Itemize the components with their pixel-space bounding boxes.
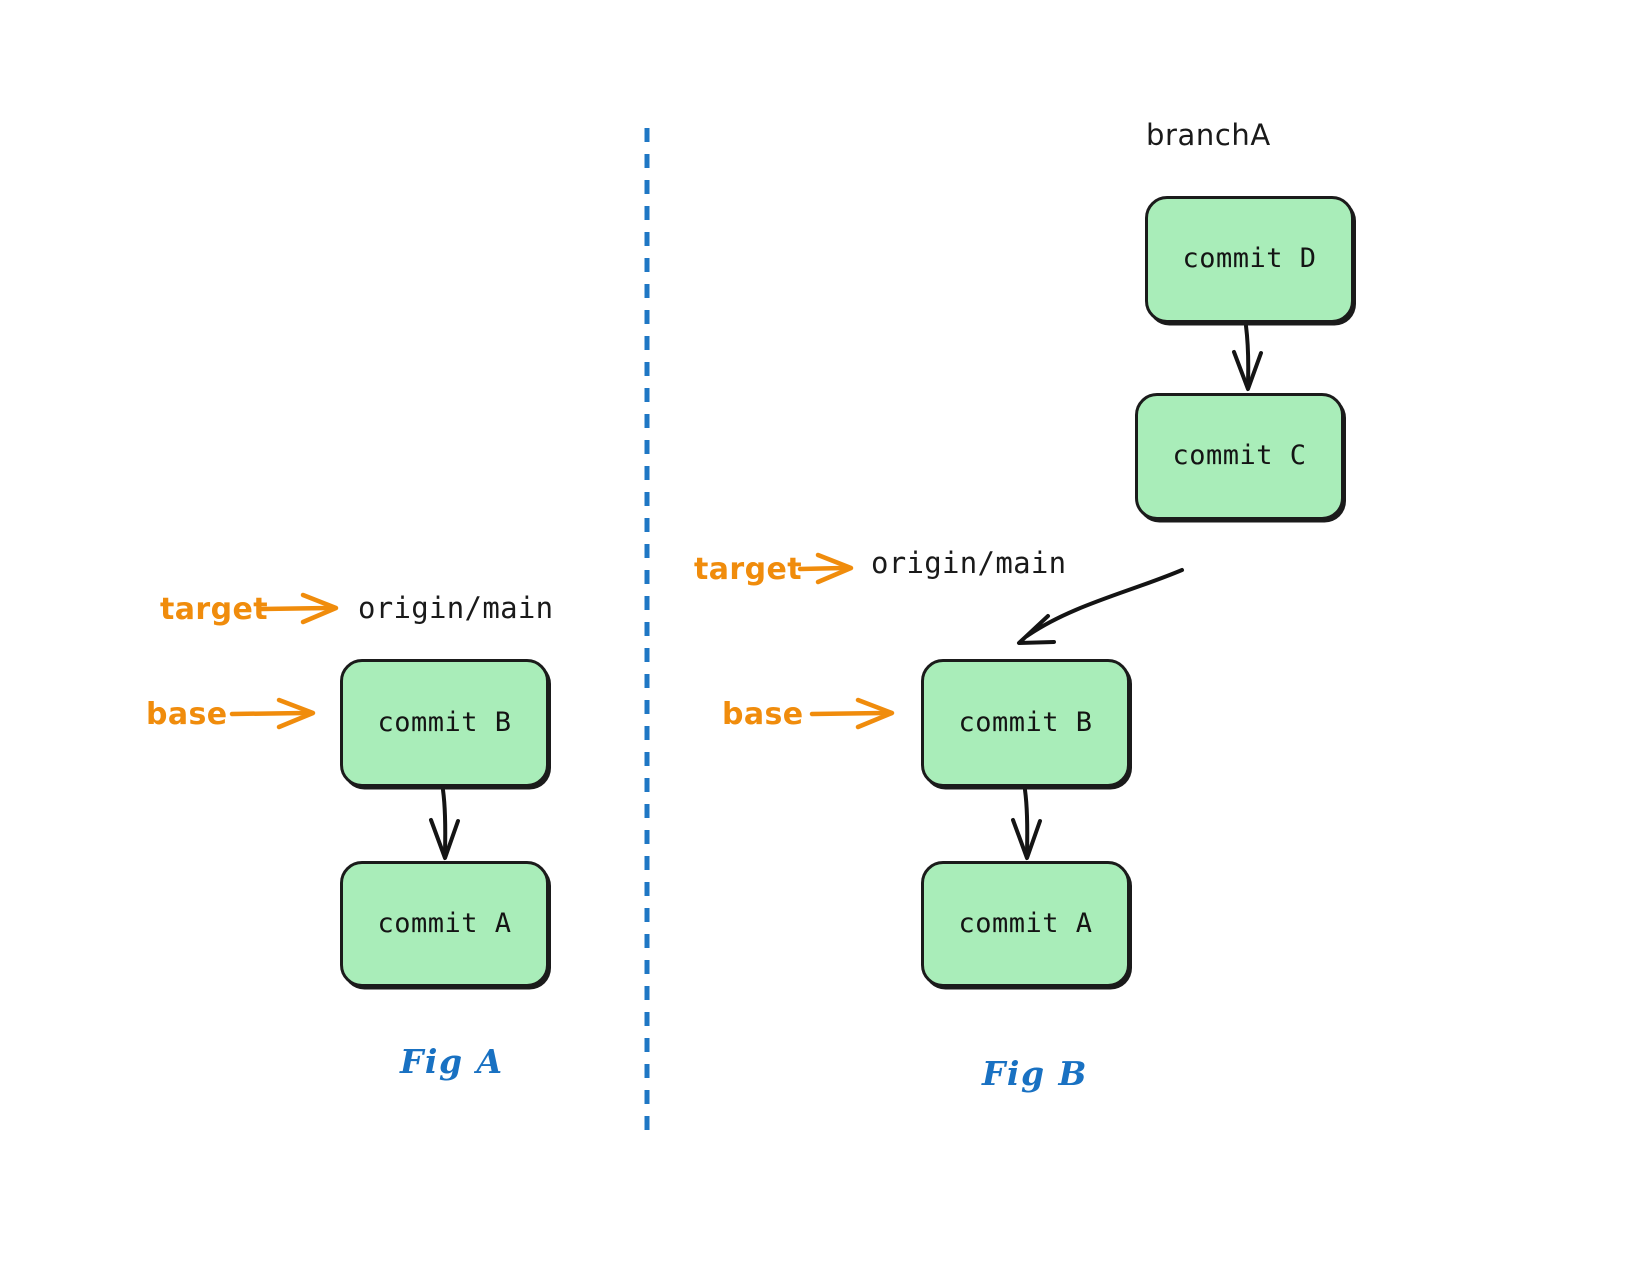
fig-b-commit-node-d[interactable]: commit D xyxy=(1145,196,1354,323)
commit-node-label: commit B xyxy=(377,706,512,738)
fig-b-edge-d-to-c xyxy=(1232,324,1263,391)
fig-b-caption: Fig B xyxy=(982,1054,1088,1093)
commit-node-label: commit C xyxy=(1172,440,1307,471)
fig-b-branch-label-brancha: branchA xyxy=(1146,118,1271,152)
fig-a-caption: Fig A xyxy=(400,1042,504,1081)
fig-b-base-arrow xyxy=(809,697,895,730)
fig-a-commit-node-b[interactable]: commit B xyxy=(340,659,549,787)
fig-b-edge-b-to-a xyxy=(1011,788,1042,860)
fig-b-annotation-base: base xyxy=(722,697,804,732)
fig-b-commit-node-b[interactable]: commit B xyxy=(921,659,1130,787)
fig-a-base-arrow xyxy=(229,697,316,730)
fig-a-target-arrow xyxy=(259,592,339,625)
fig-a-ref-origin-main: origin/main xyxy=(358,591,554,625)
fig-b-ref-origin-main: origin/main xyxy=(871,546,1067,580)
fig-b-annotation-target: target xyxy=(694,552,802,587)
fig-a-annotation-base: base xyxy=(146,697,228,732)
commit-node-label: commit A xyxy=(958,907,1093,939)
fig-b-commit-node-a[interactable]: commit A xyxy=(921,861,1130,987)
fig-b-edge-c-to-b xyxy=(1017,568,1184,645)
commit-node-label: commit B xyxy=(958,706,1093,738)
fig-b-target-arrow xyxy=(797,552,854,585)
fig-b-commit-node-c[interactable]: commit C xyxy=(1135,393,1344,520)
commit-node-label: commit A xyxy=(377,907,512,939)
fig-a-edge-b-to-a xyxy=(429,788,460,860)
fig-a-commit-node-a[interactable]: commit A xyxy=(340,861,549,987)
fig-a-annotation-target: target xyxy=(160,592,268,627)
commit-node-label: commit D xyxy=(1182,243,1317,274)
